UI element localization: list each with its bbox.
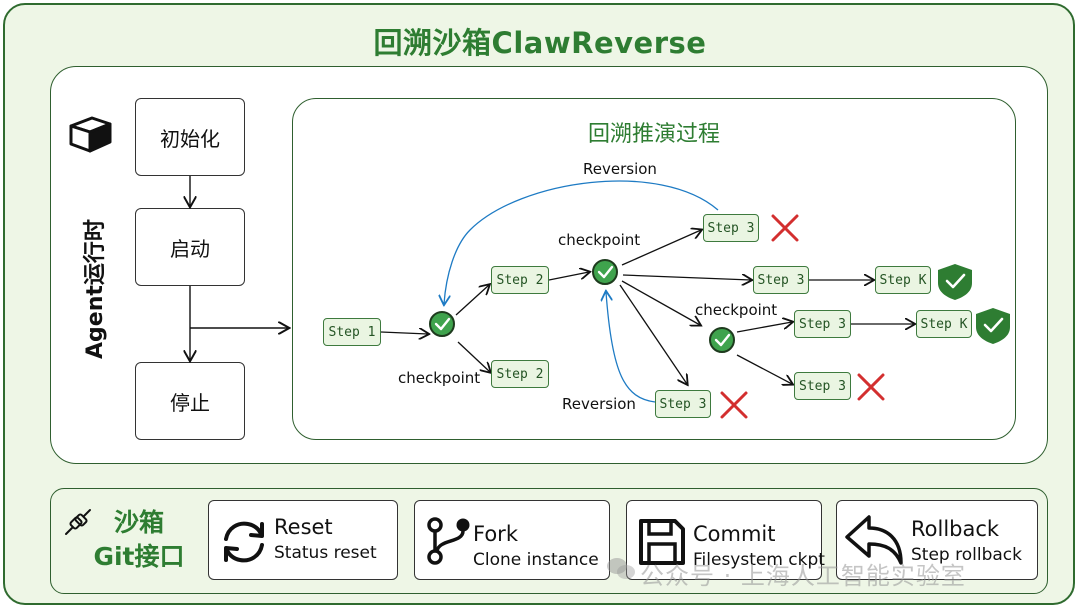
step-3-node: Step 3 <box>794 310 851 338</box>
save-icon <box>639 519 685 565</box>
reversion-label: Reversion <box>583 160 657 178</box>
wechat-logo-icon <box>607 558 635 579</box>
cube-icon <box>69 116 112 153</box>
arrow-cp2-cp3 <box>621 280 700 325</box>
checkpoint-label: checkpoint <box>398 369 481 387</box>
arrow-cp2-s3a <box>621 230 701 266</box>
api-fork-box: Fork Clone instance <box>414 500 610 580</box>
arrow-s1-cp1 <box>380 332 428 334</box>
fail-cross-icon <box>771 214 799 242</box>
arrow-cp1-s2a <box>455 285 489 316</box>
fork-icon <box>427 517 470 565</box>
api-desc: Clone instance <box>473 550 599 570</box>
watermark-text: 公众号 · 上海人工智能实验室 <box>640 562 966 590</box>
api-desc: Step rollback <box>911 545 1022 565</box>
api-name: Commit <box>693 522 776 546</box>
step-k-node: Step K <box>875 266 931 294</box>
arrow-cp3-s3d <box>736 322 792 333</box>
step-k-node: Step K <box>916 310 972 338</box>
reversion-label: Reversion <box>562 395 636 413</box>
process-title: 回溯推演过程 <box>587 122 720 147</box>
step-2-node: Step 2 <box>491 266 549 294</box>
step-1-node: Step 1 <box>323 318 381 346</box>
fail-cross-icon <box>857 373 885 401</box>
api-commit-box: Commit Filesystem ckpt <box>626 500 825 580</box>
checkpoint-icon <box>429 311 455 337</box>
api-desc: Filesystem ckpt <box>693 550 825 570</box>
step-3-node: Step 3 <box>703 214 759 242</box>
api-rollback-box: Rollback Step rollback <box>836 500 1038 580</box>
sandbox-label-line2: Git接口 <box>93 542 185 571</box>
stage-start-box: 启动 <box>135 208 245 286</box>
checkpoint-icon <box>709 327 735 353</box>
arrow-s2a-cp2 <box>548 272 589 281</box>
checkpoint-label: checkpoint <box>695 301 778 319</box>
step-3-node: Step 3 <box>753 266 809 294</box>
stage-stop-box: 停止 <box>135 362 245 440</box>
step-3-node: Step 3 <box>794 372 851 400</box>
shield-check-icon <box>938 264 972 300</box>
reversion-arrow-bottom <box>606 292 656 403</box>
sandbox-label-line1: 沙箱 <box>113 508 164 537</box>
reversion-arrow-top <box>444 180 719 304</box>
api-reset-box: Reset Status reset <box>208 500 398 580</box>
refresh-icon <box>224 521 264 563</box>
api-name: Reset <box>274 515 333 539</box>
api-name: Rollback <box>911 517 1000 541</box>
arrow-cp2-s3c <box>619 284 687 384</box>
checkpoint-icon <box>592 259 618 285</box>
shield-check-icon <box>976 308 1010 344</box>
fail-cross-icon <box>720 391 748 419</box>
sandbox-git-label: 沙箱 Git接口 <box>84 506 194 574</box>
stage-init-box: 初始化 <box>135 98 245 176</box>
arrow-cp2-s3b <box>622 275 751 280</box>
api-name: Fork <box>473 522 518 546</box>
plug-icon <box>65 509 91 535</box>
checkpoint-label: checkpoint <box>558 231 641 249</box>
step-2-node: Step 2 <box>491 360 549 388</box>
step-3-node: Step 3 <box>655 390 711 418</box>
undo-icon <box>845 515 903 565</box>
api-desc: Status reset <box>274 543 377 563</box>
diagram-title: 回溯沙箱ClawReverse <box>373 26 707 60</box>
arrow-cp1-s2b <box>457 341 490 372</box>
arrow-cp3-s3e <box>736 354 792 384</box>
